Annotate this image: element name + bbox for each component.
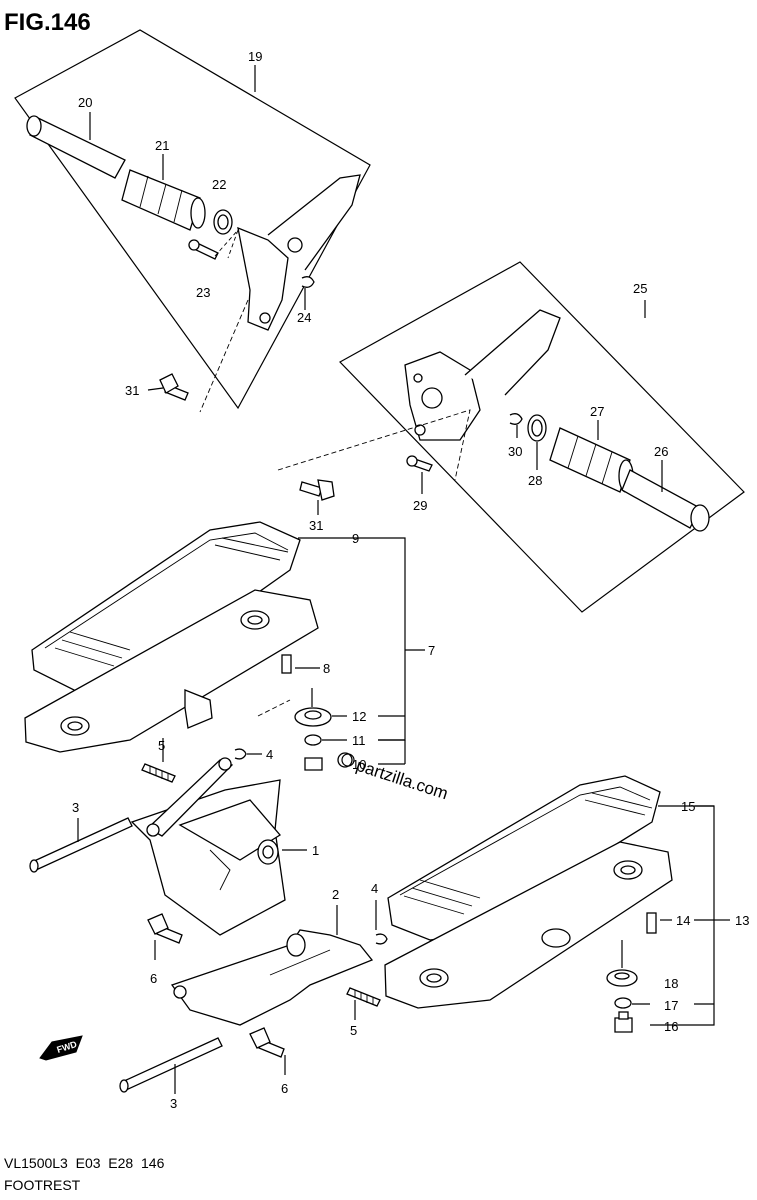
watermark-text: partzilla.com: [354, 756, 451, 804]
part-rubber-27[interactable]: [549, 427, 634, 493]
part-cushion-18[interactable]: [606, 969, 638, 987]
part-spring-5-lower[interactable]: [346, 987, 381, 1007]
callout-14[interactable]: 14: [676, 913, 690, 928]
part-clip-30[interactable]: [509, 413, 523, 425]
callout-28[interactable]: 28: [528, 473, 542, 488]
callout-3-upper[interactable]: 3: [72, 800, 79, 815]
part-washer-17[interactable]: [614, 997, 632, 1009]
callout-25[interactable]: 25: [633, 281, 647, 296]
callout-6-upper[interactable]: 6: [150, 971, 157, 986]
callout-5-lower[interactable]: 5: [350, 1023, 357, 1038]
callout-9[interactable]: 9: [352, 531, 359, 546]
callout-27[interactable]: 27: [590, 404, 604, 419]
callout-26[interactable]: 26: [654, 444, 668, 459]
callout-21[interactable]: 21: [155, 138, 169, 153]
part-rubber-21[interactable]: [121, 169, 206, 231]
part-nut-16[interactable]: [614, 1011, 633, 1033]
part-cushion-12[interactable]: [294, 707, 332, 727]
part-bolt-14[interactable]: [646, 912, 657, 934]
part-washer-28[interactable]: [527, 414, 547, 442]
callout-29[interactable]: 29: [413, 498, 427, 513]
part-bolt-6-lower[interactable]: [249, 1027, 285, 1058]
callout-4-upper[interactable]: 4: [266, 747, 273, 762]
part-floorboard-left-9[interactable]: [31, 521, 301, 693]
part-spring-5-upper[interactable]: [141, 763, 176, 783]
section-name: FOOTREST: [4, 1177, 81, 1193]
callout-7[interactable]: 7: [428, 643, 435, 658]
callout-12[interactable]: 12: [352, 709, 366, 724]
callout-19[interactable]: 19: [248, 49, 262, 64]
callout-20[interactable]: 20: [78, 95, 92, 110]
part-nut-10[interactable]: [304, 752, 353, 771]
part-clip-4-lower[interactable]: [375, 933, 388, 945]
model-line: VL1500L3 E03 E28 146: [4, 1155, 165, 1171]
callout-13[interactable]: 13: [735, 913, 749, 928]
callout-16[interactable]: 16: [664, 1019, 678, 1034]
callout-30[interactable]: 30: [508, 444, 522, 459]
part-clip-4-upper[interactable]: [234, 748, 247, 760]
figure-title: FIG.146: [4, 9, 91, 36]
part-bolt-31-upper[interactable]: [159, 373, 189, 401]
part-washer-11[interactable]: [304, 734, 322, 746]
callout-4-lower[interactable]: 4: [371, 881, 378, 896]
callout-15[interactable]: 15: [681, 799, 695, 814]
part-footrest-bracket-right[interactable]: [404, 309, 561, 441]
part-floorboard-bracket-right-13[interactable]: [384, 841, 673, 1009]
part-bracket-2[interactable]: [170, 929, 374, 1026]
callout-31-lower[interactable]: 31: [309, 518, 323, 533]
callout-6-lower[interactable]: 6: [281, 1081, 288, 1096]
part-link-arm[interactable]: [146, 757, 234, 837]
part-shaft-26[interactable]: [621, 469, 710, 532]
part-footrest-holder-1[interactable]: [130, 779, 286, 936]
part-bolt-31-lower[interactable]: [299, 479, 335, 501]
callout-5-upper[interactable]: 5: [158, 738, 165, 753]
fwd-arrow-icon: FWD: [39, 1035, 83, 1061]
inset-box-rear-footrest-right: [277, 261, 745, 613]
callout-1[interactable]: 1: [312, 843, 319, 858]
callout-23[interactable]: 23: [196, 285, 210, 300]
part-washer-22[interactable]: [213, 209, 233, 235]
callout-2[interactable]: 2: [332, 887, 339, 902]
callout-8[interactable]: 8: [323, 661, 330, 676]
part-shaft-20[interactable]: [26, 115, 126, 179]
part-floorboard-bracket-left-7[interactable]: [24, 589, 319, 753]
part-pin-23[interactable]: [188, 239, 219, 260]
callout-11[interactable]: 11: [352, 733, 366, 748]
part-pin-3-lower[interactable]: [119, 1037, 223, 1093]
part-pin-3-upper[interactable]: [29, 817, 133, 873]
callout-22[interactable]: 22: [212, 177, 226, 192]
inset-box-rear-footrest-left: [14, 29, 371, 413]
callout-31-upper[interactable]: 31: [125, 383, 139, 398]
part-footrest-bracket-left[interactable]: [237, 174, 361, 331]
callout-3-lower[interactable]: 3: [170, 1096, 177, 1111]
callout-24[interactable]: 24: [297, 310, 311, 325]
part-pin-29[interactable]: [406, 455, 433, 472]
watermark-logo-icon: [341, 753, 355, 767]
part-clip-24[interactable]: [301, 276, 315, 288]
part-bolt-8[interactable]: [281, 654, 292, 674]
callout-10[interactable]: 10: [352, 757, 366, 772]
callout-18[interactable]: 18: [664, 976, 678, 991]
callout-17[interactable]: 17: [664, 998, 678, 1013]
part-floorboard-right-15[interactable]: [387, 775, 661, 941]
part-bolt-6-upper[interactable]: [147, 913, 183, 944]
